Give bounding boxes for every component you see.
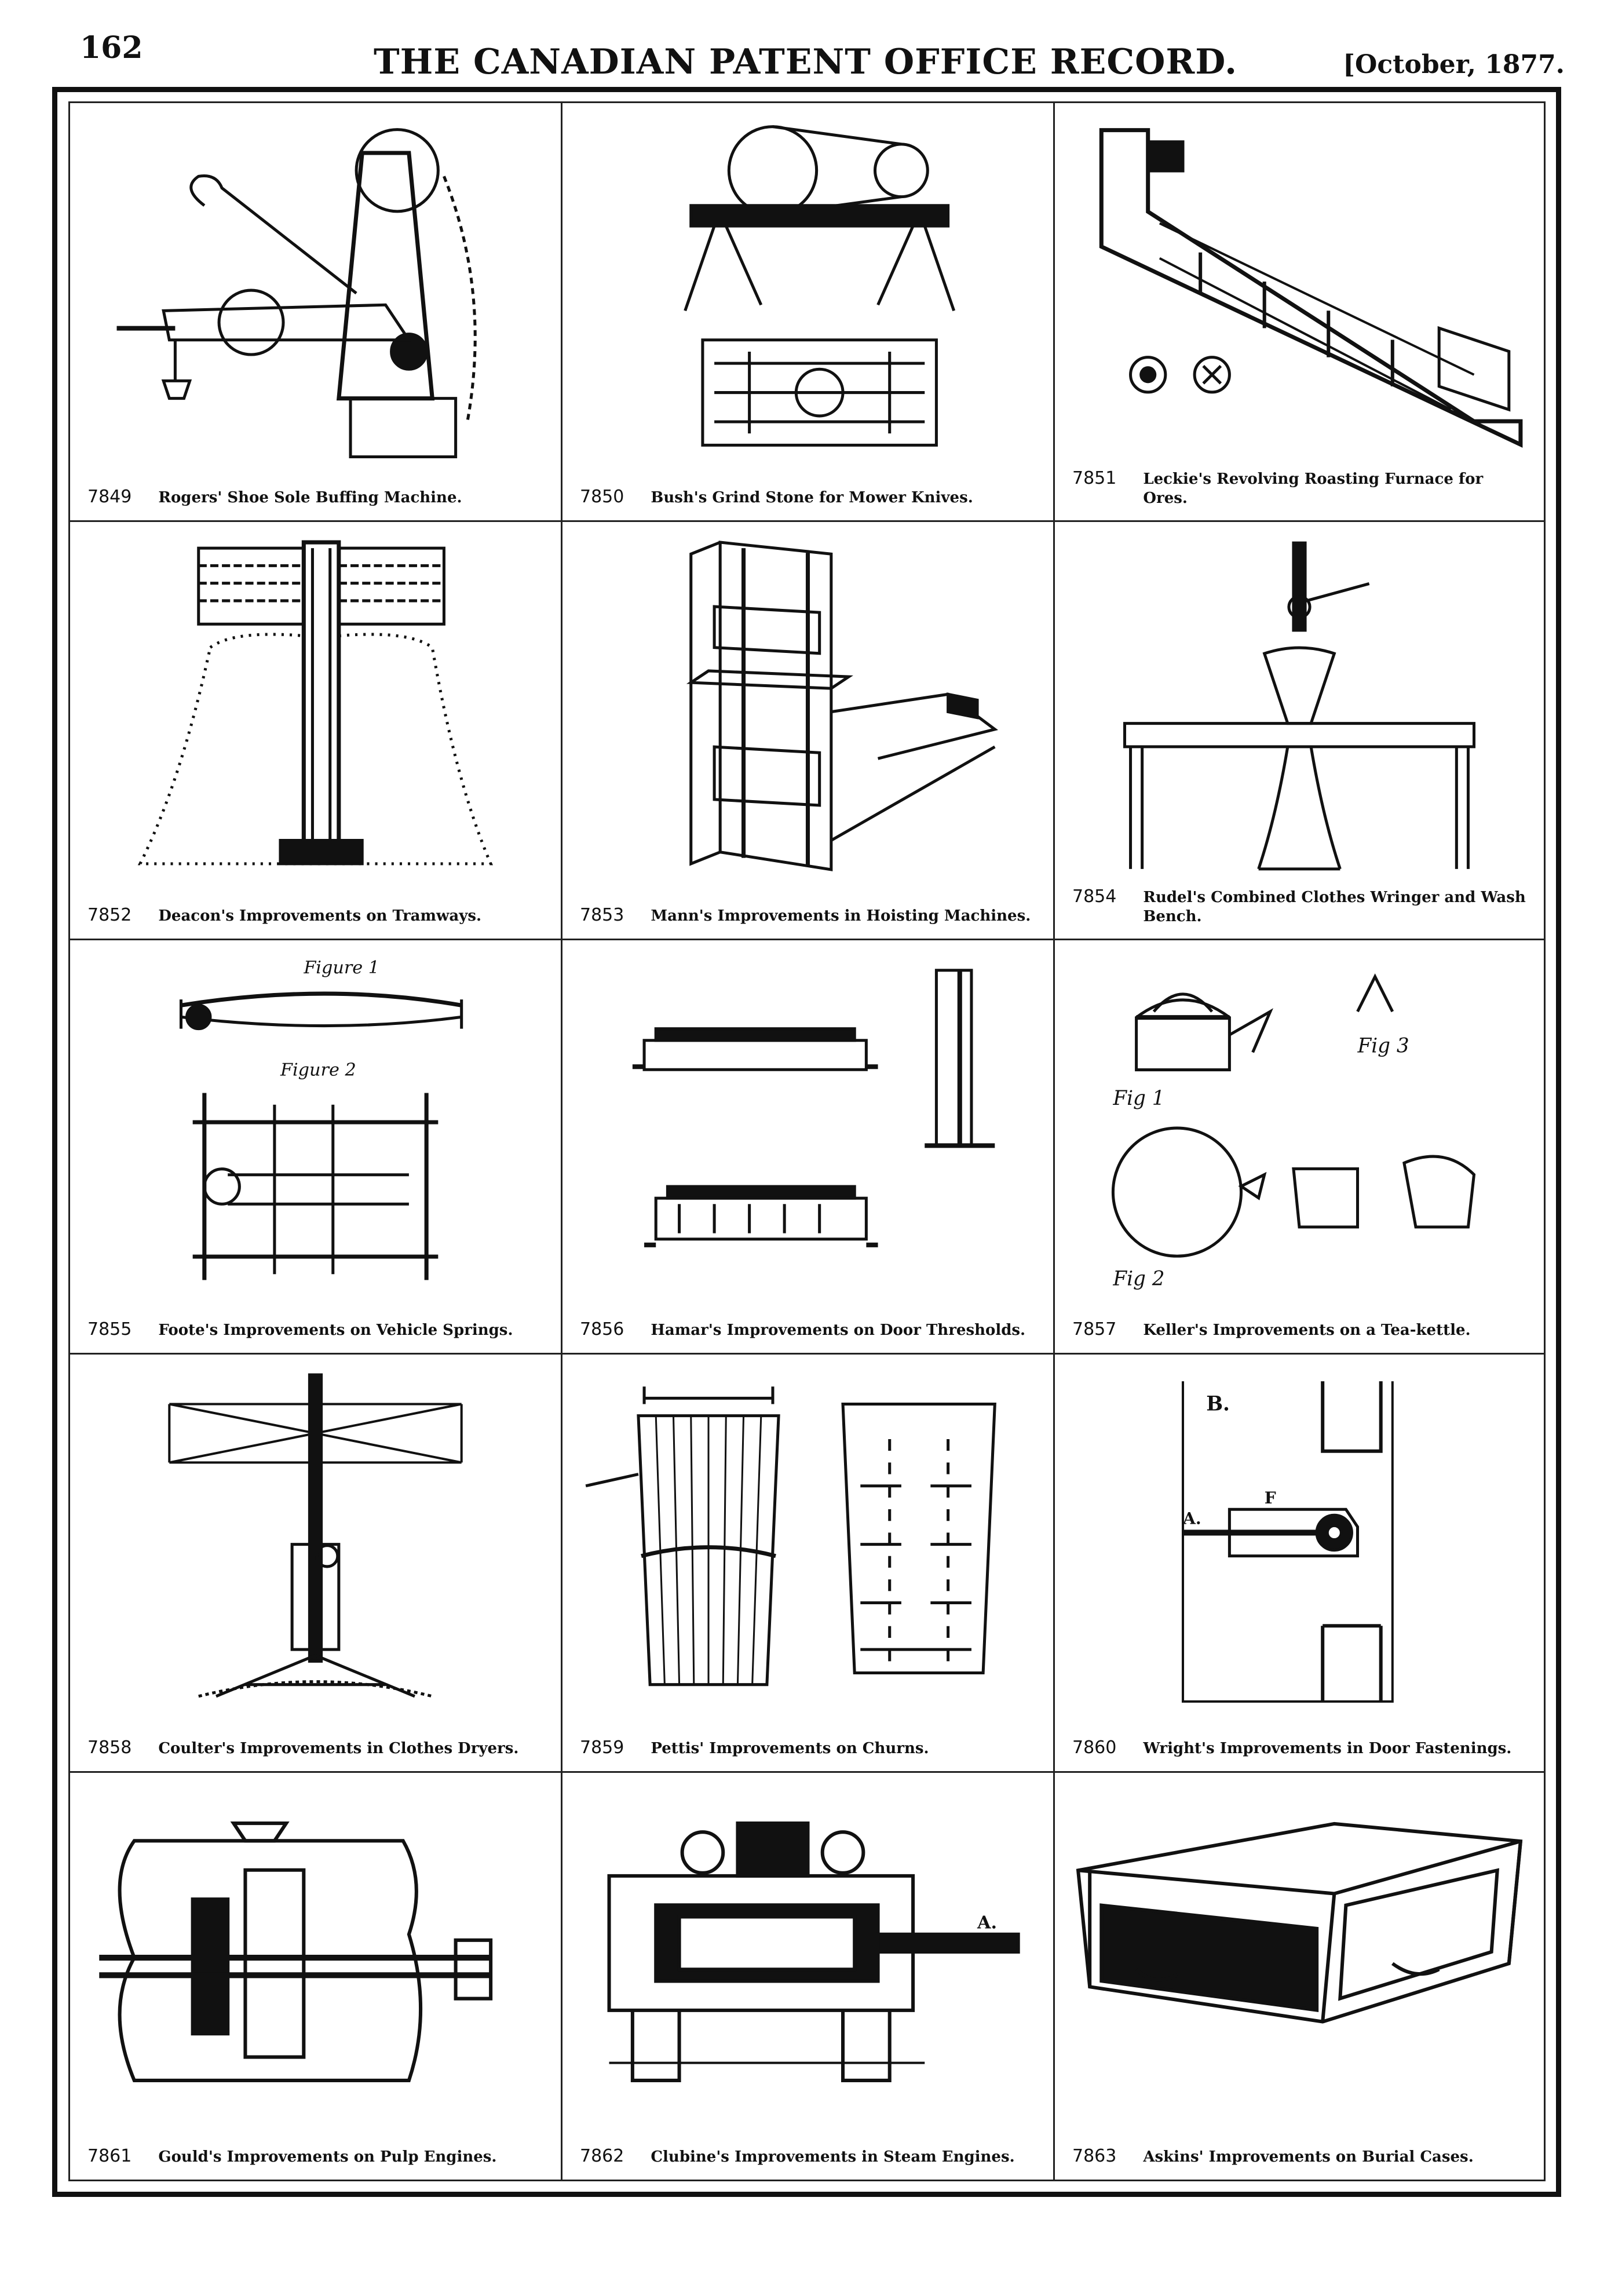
patent-caption: 7851 Leckie's Revolving Roasting Furnace… [1072,468,1532,508]
figure-label: A. [1182,1509,1201,1528]
patent-cell: 7849 Rogers' Shoe Sole Buffing Machine. [70,103,562,522]
page-number: 162 [80,30,143,65]
patent-caption: 7858 Coulter's Improvements in Clothes D… [87,1737,549,1759]
patent-number: 7855 [87,1319,132,1339]
patent-caption: 7849 Rogers' Shoe Sole Buffing Machine. [87,486,549,508]
figure-label: Fig 3 [1357,1034,1409,1057]
door-threshold-illustration [574,951,1042,1294]
patent-number: 7863 [1072,2145,1117,2166]
patent-caption: 7854 Rudel's Combined Clothes Wringer an… [1072,886,1532,926]
patent-cell: 7853 Mann's Improvements in Hoisting Mac… [562,522,1055,940]
figure-label: Fig 1 [1112,1087,1164,1110]
shoe-buffing-machine-illustration [82,114,549,461]
patent-caption: 7856 Hamar's Improvements on Door Thresh… [580,1319,1042,1341]
patent-cell: 7852 Deacon's Improvements on Tramways. [70,522,562,940]
patent-number: 7859 [580,1737,624,1758]
patent-cell: 7850 Bush's Grind Stone for Mower Knives… [562,103,1055,522]
burial-case-illustration [1066,1783,1532,2120]
tramway-illustration [82,532,549,879]
patent-cell: 7858 Coulter's Improvements in Clothes D… [70,1355,562,1773]
clothes-dryer-illustration [82,1365,549,1712]
issue-date: [October, 1877. [1343,50,1565,79]
patent-number: 7856 [580,1319,624,1339]
patent-title: Pettis' Improvements on Churns. [651,1739,929,1757]
patent-title: Wright's Improvements in Door Fastenings… [1143,1739,1512,1757]
patent-title: Foote's Improvements on Vehicle Springs. [158,1321,513,1339]
patent-title: Deacon's Improvements on Tramways. [158,907,482,925]
figure-label: A. [977,1913,997,1933]
vehicle-spring-illustration: Figure 1 Figure 2 [82,951,549,1294]
churn-illustration [574,1365,1042,1712]
tea-kettle-illustration: Fig 1 Fig 3 Fig 2 [1066,951,1532,1294]
patent-cell: 7861 Gould's Improvements on Pulp Engine… [70,1773,562,2180]
patent-caption: 7859 Pettis' Improvements on Churns. [580,1737,1042,1759]
patent-title: Bush's Grind Stone for Mower Knives. [651,488,973,506]
patent-caption: 7855 Foote's Improvements on Vehicle Spr… [87,1319,549,1341]
wringer-bench-illustration [1066,532,1532,879]
patent-cell: 7863 Askins' Improvements on Burial Case… [1055,1773,1544,2180]
patent-caption: 7852 Deacon's Improvements on Tramways. [87,904,549,926]
patent-number: 7853 [580,904,624,925]
patent-title: Clubine's Improvements in Steam Engines. [651,2148,1015,2166]
page-frame [52,87,1561,2197]
figure-label: Figure 1 [303,958,379,978]
door-fastening-illustration: B. F A. [1066,1365,1532,1712]
patent-number: 7849 [87,486,132,507]
patent-number: 7860 [1072,1737,1117,1758]
patent-cell: 7856 Hamar's Improvements on Door Thresh… [562,940,1055,1355]
patent-title: Gould's Improvements on Pulp Engines. [158,2148,497,2166]
patent-cell: Figure 1 Figure 2 7855 Foote's Improveme… [70,940,562,1355]
figure-label: F [1265,1488,1276,1507]
patent-caption: 7861 Gould's Improvements on Pulp Engine… [87,2145,549,2167]
patent-illustration-grid: 7849 Rogers' Shoe Sole Buffing Machine. … [68,101,1546,2181]
patent-caption: 7850 Bush's Grind Stone for Mower Knives… [580,486,1042,508]
patent-title: Coulter's Improvements in Clothes Dryers… [158,1739,519,1757]
patent-caption: 7862 Clubine's Improvements in Steam Eng… [580,2145,1042,2167]
patent-number: 7850 [580,486,624,507]
patent-title: Rogers' Shoe Sole Buffing Machine. [158,488,462,506]
pulp-engine-illustration [82,1783,549,2120]
steam-engine-illustration: A. [574,1783,1042,2120]
patent-cell: A. 7862 Clubine's Improvements in Steam … [562,1773,1055,2180]
patent-title: Keller's Improvements on a Tea-kettle. [1143,1321,1471,1339]
patent-title: Mann's Improvements in Hoisting Machines… [651,907,1031,925]
patent-caption: 7860 Wright's Improvements in Door Faste… [1072,1737,1532,1759]
patent-cell: Fig 1 Fig 3 Fig 2 7857 Keller's Improvem… [1055,940,1544,1355]
hoisting-machine-illustration [574,532,1042,879]
patent-number: 7854 [1072,886,1117,907]
journal-title: THE CANADIAN PATENT OFFICE RECORD. [374,42,1237,82]
figure-label: B. [1206,1392,1230,1415]
patent-number: 7862 [580,2145,624,2166]
patent-number: 7851 [1072,468,1117,488]
figure-label: Figure 2 [280,1060,356,1080]
patent-title: Hamar's Improvements on Door Thresholds. [651,1321,1026,1339]
patent-cell: 7859 Pettis' Improvements on Churns. [562,1355,1055,1773]
patent-cell: B. F A. 7860 Wright's Improvements in Do… [1055,1355,1544,1773]
patent-title: Leckie's Revolving Roasting Furnace for … [1143,470,1484,507]
figure-label: Fig 2 [1112,1267,1164,1290]
page-header: 162 THE CANADIAN PATENT OFFICE RECORD. [… [0,0,1611,87]
patent-caption: 7857 Keller's Improvements on a Tea-kett… [1072,1319,1532,1341]
patent-number: 7858 [87,1737,132,1758]
patent-number: 7852 [87,904,132,925]
patent-title: Askins' Improvements on Burial Cases. [1143,2148,1474,2166]
patent-caption: 7853 Mann's Improvements in Hoisting Mac… [580,904,1042,926]
patent-cell: 7854 Rudel's Combined Clothes Wringer an… [1055,522,1544,940]
roasting-furnace-illustration [1066,114,1532,461]
patent-cell: 7851 Leckie's Revolving Roasting Furnace… [1055,103,1544,522]
patent-number: 7857 [1072,1319,1117,1339]
patent-caption: 7863 Askins' Improvements on Burial Case… [1072,2145,1532,2167]
grind-stone-illustration [574,114,1042,461]
patent-title: Rudel's Combined Clothes Wringer and Was… [1143,889,1526,925]
patent-number: 7861 [87,2145,132,2166]
